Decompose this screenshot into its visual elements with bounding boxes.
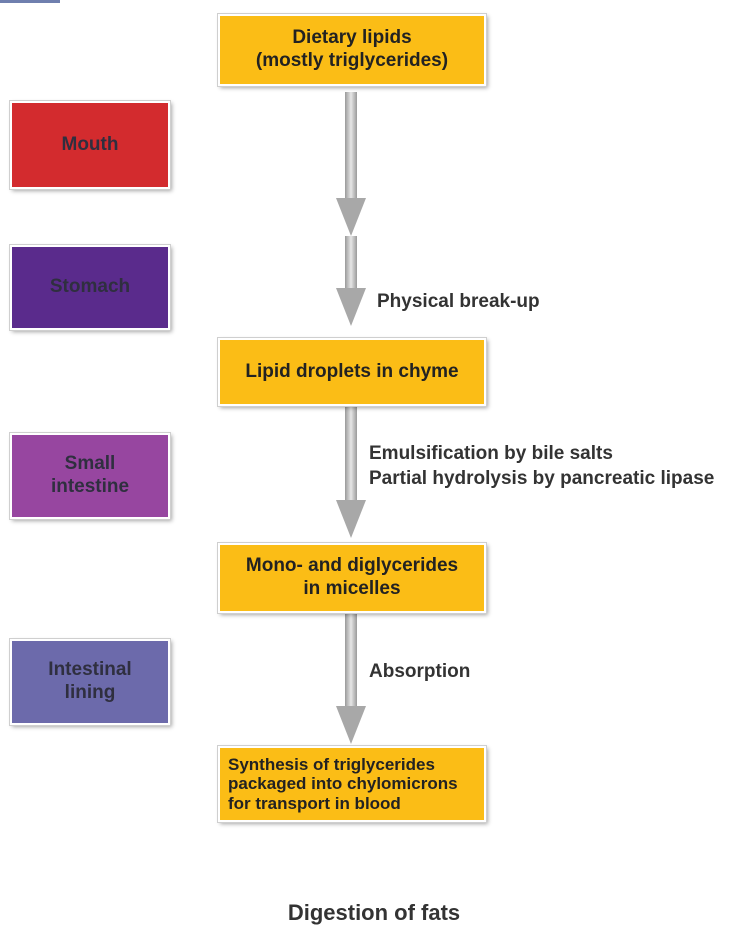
organ-label: Stomach — [49, 276, 131, 298]
process-line: Physical break-up — [377, 291, 540, 312]
organ-stomach: Stomach — [10, 245, 170, 330]
step-line: packaged into chylomicrons — [228, 774, 458, 794]
arrow-1 — [336, 92, 366, 326]
step-line: Lipid droplets in chyme — [245, 360, 459, 382]
arrow-2 — [336, 404, 366, 538]
process-emulsification: Emulsification by bile salts Partial hyd… — [369, 442, 714, 491]
process-line: Emulsification by bile salts — [369, 443, 613, 464]
organ-intestinal-lining: Intestinal lining — [10, 639, 170, 725]
process-physical-break-up: Physical break-up — [377, 290, 540, 315]
step-line: for transport in blood — [228, 793, 401, 813]
step-line: Dietary lipids — [292, 27, 412, 49]
figure-caption: Digestion of fats — [287, 900, 461, 925]
organ-label: lining — [64, 682, 116, 703]
organ-label: Mouth — [61, 133, 119, 155]
step-line: Synthesis of triglycerides — [228, 754, 435, 774]
step-line: (mostly triglycerides) — [255, 50, 449, 71]
step-line: in micelles — [303, 578, 401, 599]
step-dietary-lipids: Dietary lipids (mostly triglycerides) — [218, 14, 486, 86]
step-line: Mono- and diglycerides — [245, 555, 459, 577]
step-mono-diglycerides: Mono- and diglycerides in micelles — [218, 543, 486, 613]
process-absorption: Absorption — [369, 660, 470, 685]
organ-label: Intestinal — [48, 659, 132, 681]
arrow-3 — [336, 612, 366, 744]
step-synthesis: Synthesis of triglycerides packaged into… — [218, 746, 486, 822]
process-line: Absorption — [369, 661, 471, 682]
organ-label: Small — [64, 453, 116, 475]
organ-mouth: Mouth — [10, 101, 170, 189]
organ-small-intestine: Small intestine — [10, 433, 170, 519]
corner-mark — [0, 0, 60, 3]
organ-label: intestine — [50, 476, 130, 497]
process-line: Partial hydrolysis by pancreatic lipase — [369, 467, 715, 489]
step-lipid-droplets: Lipid droplets in chyme — [218, 338, 486, 406]
